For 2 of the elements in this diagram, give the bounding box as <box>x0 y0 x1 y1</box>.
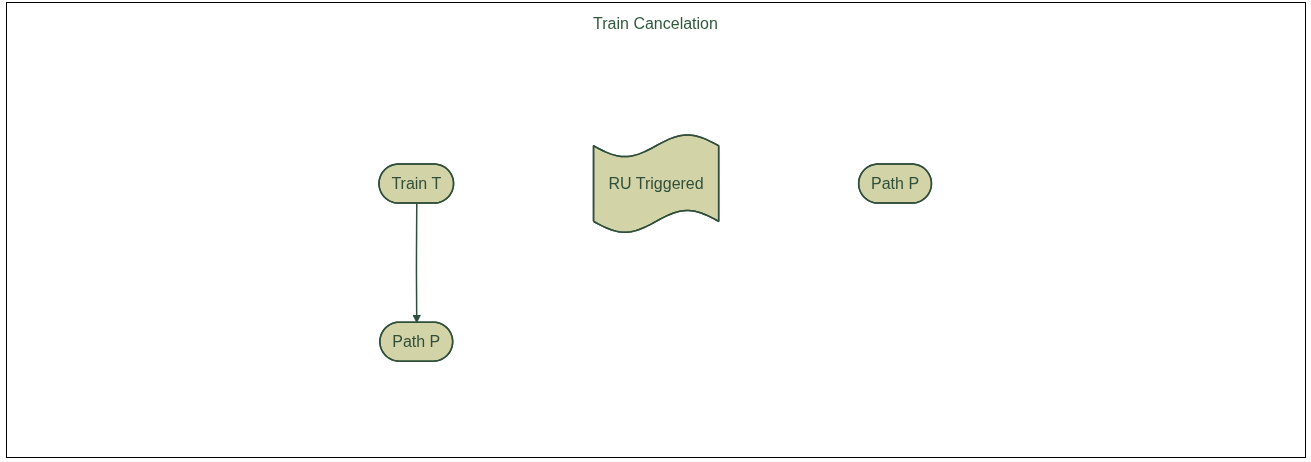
diagram-title: Train Cancelation <box>593 15 718 33</box>
arrow <box>412 202 422 323</box>
